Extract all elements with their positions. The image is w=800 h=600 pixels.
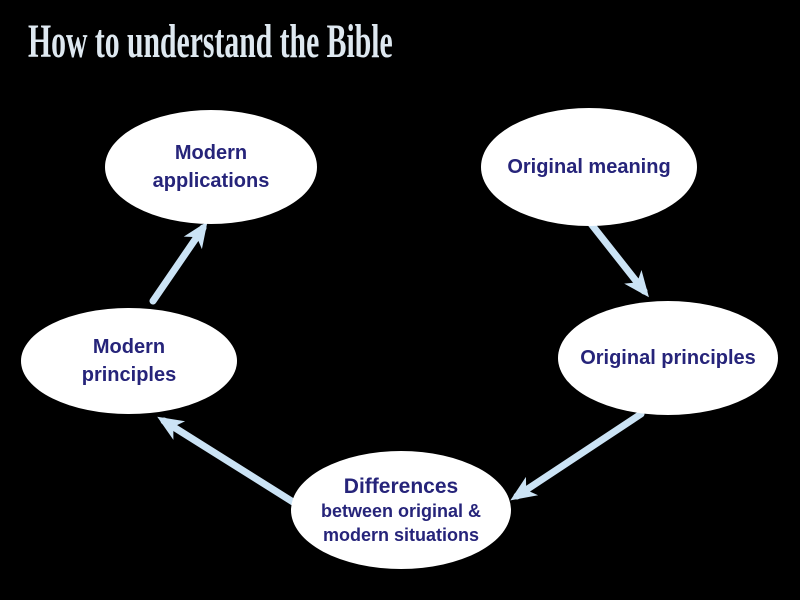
node-modern-principles: Modern principles	[21, 308, 237, 414]
node-original-meaning: Original meaning	[481, 108, 697, 226]
node-label-line: Modern	[92, 336, 166, 358]
node-label-line: Original principles	[580, 347, 756, 369]
node-label-line: Differences	[343, 474, 459, 498]
node-label-line: Original meaning	[507, 156, 671, 178]
node-differences: Differences between original & modern si…	[291, 451, 511, 569]
node-label-line: principles	[81, 364, 177, 386]
node-label-line: between original &	[320, 501, 482, 522]
node-original-principles: Original principles	[558, 301, 778, 415]
arrow-original-principles-to-differences	[510, 410, 645, 501]
arrow-original-meaning-to-original-principles	[584, 216, 649, 298]
node-label-line: applications	[152, 170, 270, 192]
arrow-differences-to-modern-principles	[157, 416, 297, 506]
slide-title: How to understand the Bible	[28, 14, 393, 68]
node-label-line: modern situations	[322, 524, 479, 545]
arrow-modern-principles-to-modern-applications	[149, 221, 208, 305]
node-modern-applications: Modern applications	[105, 110, 317, 224]
node-label-line: Modern	[174, 142, 248, 164]
